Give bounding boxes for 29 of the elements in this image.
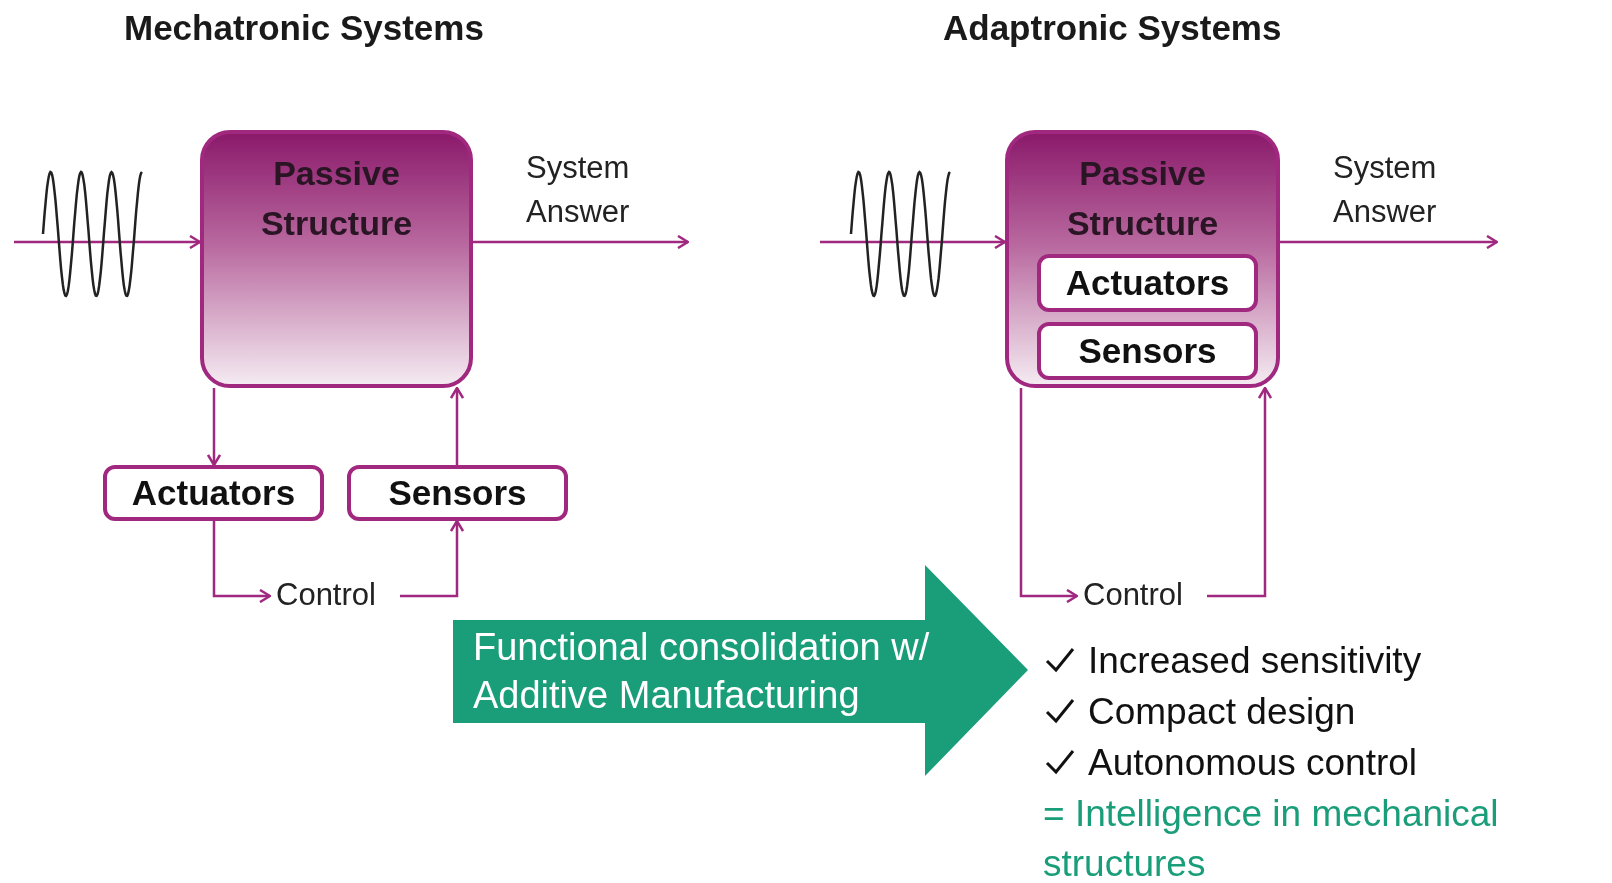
arrow	[449, 386, 465, 465]
benefit-text: Autonomous control	[1088, 741, 1418, 785]
passive-structure-box	[200, 130, 473, 388]
benefit-text: Compact design	[1088, 690, 1356, 734]
arrow	[14, 234, 202, 250]
arrow	[400, 519, 465, 598]
arrow-text: Functional consolidation w/ Additive Manufacturing	[473, 625, 931, 718]
component-box: Actuators	[103, 465, 324, 521]
component-box: Actuators	[1037, 254, 1258, 312]
edge-label: System Answer	[1333, 149, 1438, 231]
passive-structure-box	[1005, 130, 1280, 388]
edge-label: System Answer	[526, 149, 631, 231]
component-box: Sensors	[1037, 322, 1258, 380]
control-label: Control	[1083, 579, 1201, 613]
arrow	[1207, 386, 1273, 598]
section-heading: Mechatronic Systems	[124, 8, 484, 48]
component-box: Sensors	[347, 465, 568, 521]
arrow	[1019, 388, 1079, 604]
arrow	[206, 388, 222, 467]
conclusion-text: = Intelligence in mechanical structures	[1043, 792, 1500, 883]
section-heading: Adaptronic Systems	[943, 8, 1282, 48]
control-label: Control	[276, 579, 394, 613]
box-title: Passive Structure	[1065, 153, 1220, 244]
arrow	[212, 521, 272, 604]
arrow	[473, 234, 690, 250]
arrow	[1280, 234, 1499, 250]
arrow	[820, 234, 1007, 250]
box-title: Passive Structure	[259, 153, 414, 244]
benefit-text: Increased sensitivity	[1088, 639, 1422, 683]
